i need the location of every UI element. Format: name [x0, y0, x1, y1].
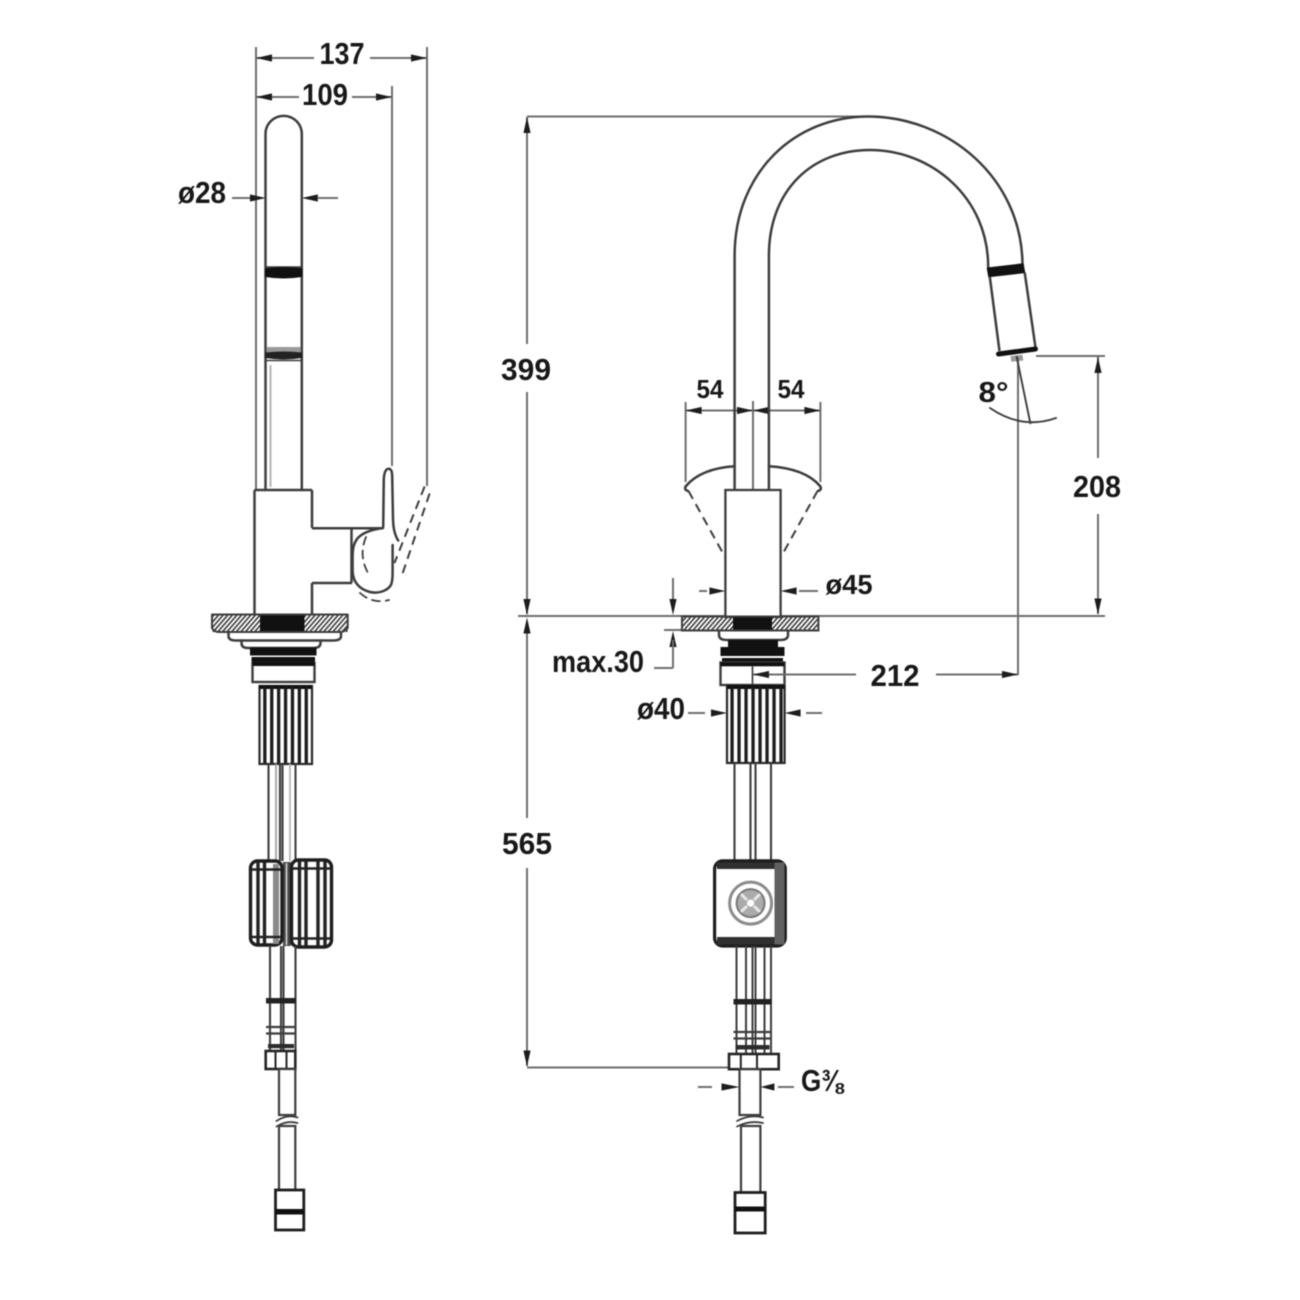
svg-text:ø40: ø40: [637, 691, 685, 726]
svg-text:208: 208: [1073, 469, 1121, 504]
svg-text:137: 137: [320, 36, 365, 71]
svg-text:212: 212: [871, 658, 920, 693]
svg-text:8°: 8°: [979, 377, 1009, 409]
svg-text:ø28: ø28: [178, 175, 226, 210]
svg-text:399: 399: [501, 352, 551, 387]
svg-text:G⅜: G⅜: [801, 1063, 845, 1098]
svg-text:565: 565: [502, 826, 552, 861]
svg-text:109: 109: [302, 77, 348, 112]
svg-text:54: 54: [778, 374, 806, 404]
svg-text:max.30: max.30: [552, 644, 644, 679]
svg-text:54: 54: [697, 374, 725, 404]
svg-text:ø45: ø45: [826, 569, 873, 600]
